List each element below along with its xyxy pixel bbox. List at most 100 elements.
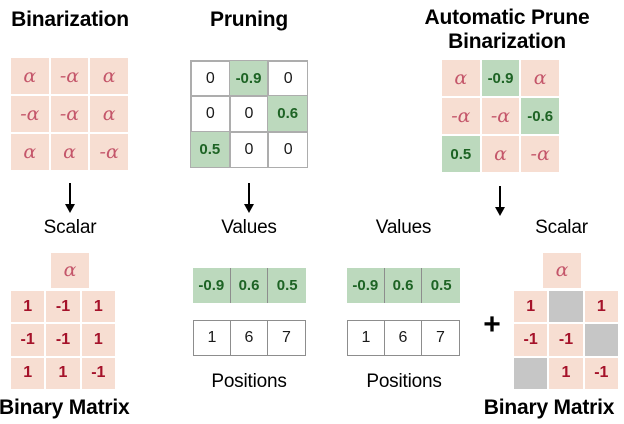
apb-positions-label: Positions — [366, 371, 442, 392]
binarization-binary-matrix-label: Binary Matrix — [0, 396, 130, 419]
matrix-cell: 1 — [11, 291, 45, 323]
matrix-cell: 0.6 — [268, 96, 307, 132]
matrix-cell: -1 — [11, 324, 45, 356]
matrix-cell: 1 — [11, 357, 45, 389]
matrix-cell: -1 — [549, 324, 583, 356]
value-cell: 0.6 — [230, 268, 269, 303]
matrix-cell: 1 — [81, 291, 115, 323]
matrix-cell: -1 — [584, 357, 618, 389]
alpha-glyph: α — [102, 102, 116, 125]
binarization-binary-matrix: 1 -1 1 -1 -1 1 1 1 -1 — [11, 291, 115, 389]
apb-binary-matrix: 1 1 -1 -1 1 -1 — [514, 291, 618, 389]
value-cell: -0.9 — [347, 268, 385, 303]
value-cell: 0.5 — [268, 268, 306, 303]
alpha-glyph: -α — [20, 102, 40, 125]
matrix-cell: 1 — [81, 324, 115, 356]
matrix-cell: α — [521, 60, 559, 96]
matrix-cell: α — [481, 136, 520, 172]
matrix-cell: α — [442, 60, 480, 96]
matrix-cell: -α — [521, 136, 559, 172]
pruning-values-row: -0.9 0.6 0.5 — [193, 268, 306, 303]
matrix-cell: 0 — [191, 96, 230, 132]
alpha-glyph: -α — [530, 142, 550, 165]
matrix-cell: -α — [50, 96, 89, 132]
alpha-glyph: α — [555, 259, 569, 281]
alpha-glyph: α — [63, 259, 77, 281]
alpha-glyph: α — [23, 64, 37, 87]
matrix-cell: α — [90, 96, 128, 132]
apb-scalar-label: Scalar — [535, 217, 588, 238]
matrix-cell: -α — [11, 96, 49, 132]
alpha-glyph: -α — [59, 64, 80, 87]
matrix-cell: -1 — [81, 357, 115, 389]
alpha-glyph: -α — [99, 140, 119, 163]
matrix-cell-masked — [549, 291, 583, 323]
position-cell: 1 — [194, 321, 231, 355]
position-cell: 6 — [385, 321, 422, 355]
alpha-glyph: α — [102, 64, 116, 87]
binarization-down-arrow — [55, 183, 85, 213]
matrix-cell: -α — [90, 134, 128, 170]
position-cell: 7 — [268, 321, 305, 355]
apb-binary-matrix-label: Binary Matrix — [483, 396, 615, 419]
matrix-cell: 1 — [549, 357, 583, 389]
value-cell: 0.6 — [384, 268, 423, 303]
matrix-cell: -α — [481, 98, 520, 134]
matrix-cell: 0 — [191, 61, 230, 97]
binarized-weight-matrix: α -α α -α -α α α α -α — [11, 58, 128, 170]
matrix-cell: 0 — [229, 96, 269, 132]
matrix-cell: 0 — [229, 131, 269, 167]
plus-sign: + — [483, 308, 501, 341]
matrix-cell: 1 — [584, 291, 618, 323]
position-cell: 1 — [348, 321, 385, 355]
matrix-cell: α — [90, 58, 128, 94]
alpha-glyph: -α — [59, 102, 80, 125]
matrix-cell-masked — [514, 357, 548, 389]
alpha-glyph: α — [533, 66, 547, 89]
apb-title-line2: Binarization — [448, 30, 566, 53]
pruning-positions-label: Positions — [211, 371, 287, 392]
matrix-cell: -0.9 — [229, 61, 269, 97]
value-cell: -0.9 — [193, 268, 231, 303]
alpha-glyph: α — [454, 66, 468, 89]
matrix-cell: α — [11, 58, 49, 94]
matrix-cell: -1 — [46, 324, 80, 356]
position-cell: 6 — [231, 321, 268, 355]
apb-values-label: Values — [375, 217, 432, 238]
matrix-cell: α — [50, 134, 89, 170]
matrix-cell: α — [11, 134, 49, 170]
matrix-cell: 0 — [268, 61, 307, 97]
position-cell: 7 — [422, 321, 459, 355]
apb-positions-row: 1 6 7 — [347, 320, 460, 356]
pruned-weight-matrix: 0 -0.9 0 0 0 0.6 0.5 0 0 — [190, 60, 308, 168]
alpha-glyph: -α — [451, 104, 471, 127]
matrix-cell: -1 — [514, 324, 548, 356]
pruning-values-label: Values — [221, 217, 277, 238]
apb-values-row: -0.9 0.6 0.5 — [347, 268, 460, 303]
matrix-cell: -α — [50, 58, 89, 94]
apb-title-line1: Automatic Prune — [424, 6, 590, 29]
apb-scalar-cell: α — [543, 253, 581, 288]
value-cell: 0.5 — [422, 268, 460, 303]
apb-weight-matrix: α -0.9 α -α -α -0.6 0.5 α -α — [442, 60, 559, 172]
matrix-cell: 1 — [514, 291, 548, 323]
alpha-glyph: α — [23, 140, 37, 163]
alpha-glyph: α — [494, 142, 507, 165]
matrix-cell: -0.9 — [481, 60, 520, 96]
alpha-glyph: α — [63, 140, 76, 163]
binarization-title: Binarization — [11, 8, 129, 31]
matrix-cell: -1 — [46, 291, 80, 323]
matrix-cell: 0 — [268, 131, 307, 167]
binarization-scalar-label: Scalar — [43, 217, 97, 238]
matrix-cell: 0.5 — [442, 136, 480, 172]
pruning-down-arrow — [234, 183, 264, 213]
pruning-title: Pruning — [210, 8, 288, 31]
matrix-cell: 1 — [46, 357, 80, 389]
matrix-cell: -α — [442, 98, 480, 134]
matrix-cell: -0.6 — [521, 98, 559, 134]
matrix-cell-masked — [584, 324, 618, 356]
pruning-positions-row: 1 6 7 — [193, 320, 306, 356]
binarization-scalar-cell: α — [51, 253, 89, 288]
apb-down-arrow — [485, 186, 515, 216]
